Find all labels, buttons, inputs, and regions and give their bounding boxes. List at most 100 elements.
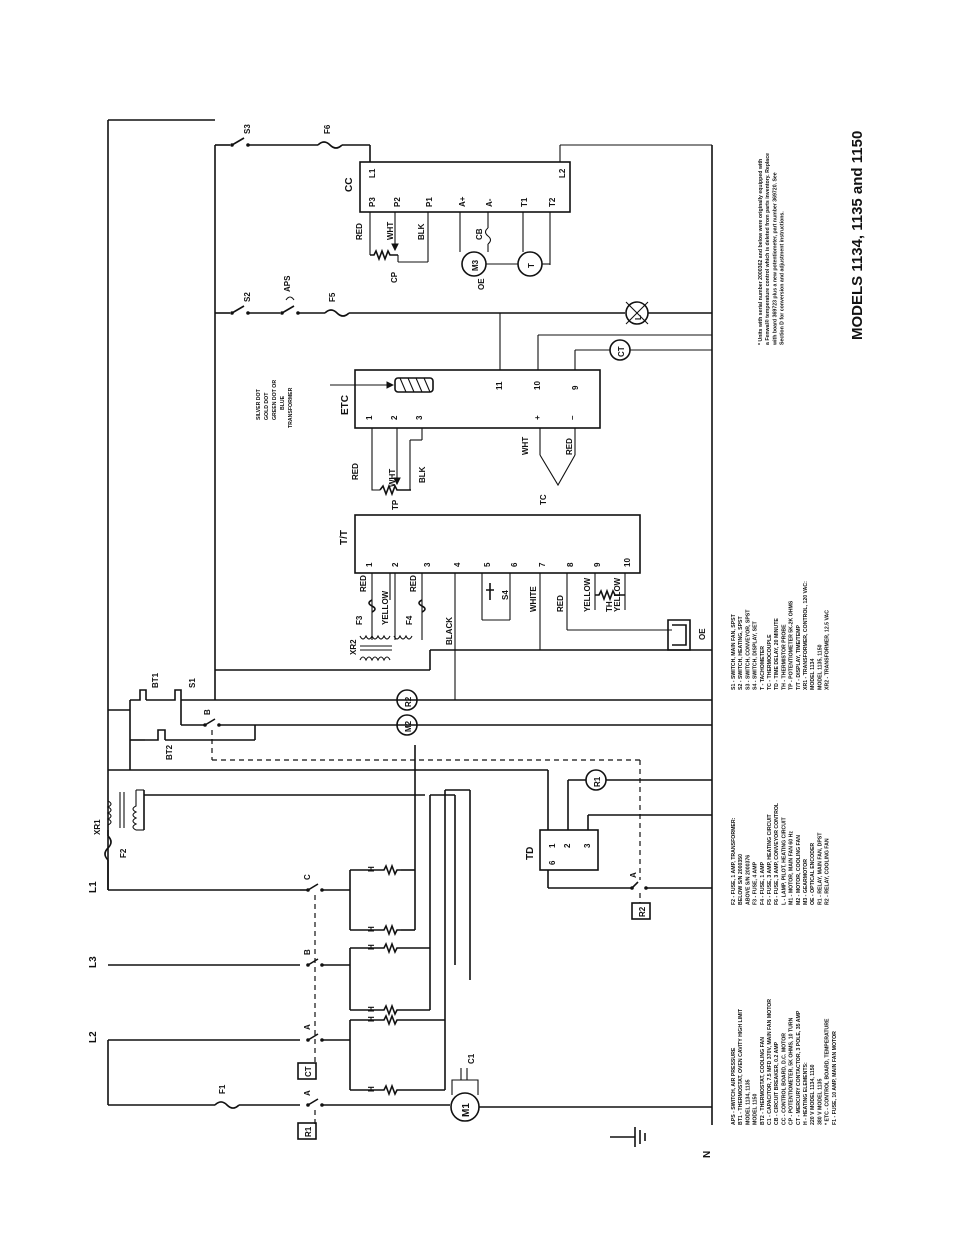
cc-terminal-l2: L2 [558, 168, 567, 178]
label-f6: F6 [323, 124, 332, 134]
f4-fuse-symbol [418, 599, 426, 613]
legend-item: F4 - FUSE, 1 AMP [760, 861, 766, 905]
legend-item: TC - THERMOCOUPLE [767, 634, 773, 690]
label-etc: ETC [340, 395, 351, 415]
wire-red-oe: RED [556, 595, 565, 612]
bt1-symbol [130, 689, 147, 701]
cc-terminal-p2: P2 [393, 197, 402, 207]
dot-silver: SILVER DOT [256, 388, 262, 420]
label-r2: R2 [404, 696, 413, 707]
xr1-transformer-group: F2 XR1 [93, 789, 144, 890]
label-tp: TP [391, 499, 400, 510]
legend-item: a Fenwal® temperature control which is d… [764, 153, 771, 345]
legend-item: S2 - SWITCH, HEATING, SPST [738, 615, 744, 690]
legend-item: MODEL 1134 [810, 659, 816, 690]
wire-red-tc: RED [565, 438, 574, 455]
wire-wht-tc: WHT [521, 437, 530, 455]
legend-item: MODEL 1135, 1150 [817, 644, 823, 690]
legend-item: C1 - CAPACITOR, 7.5 MFD 370V, MAIN FAN M… [767, 999, 773, 1125]
legend-item: F6 - FUSE, 3 AMP, CONVEYOR CONTROL [774, 802, 780, 905]
dot-blue: BLUE [280, 395, 286, 410]
td-terminal-2: 2 [563, 843, 572, 848]
xr2-transformer: XR2 [215, 634, 712, 671]
wire-red-tt1: RED [359, 575, 368, 592]
wire-yellow-tt2: YELLOW [381, 590, 390, 625]
legend-item: F2 - FUSE, 1 AMP, TRANSFORMER: [731, 817, 737, 905]
etc-terminal-1: 1 [365, 415, 374, 420]
legend-item: R2 - RELAY, COOLING FAN [825, 838, 831, 905]
label-r1-coil: R1 [304, 1126, 313, 1137]
label-th: TH [605, 601, 614, 612]
wire-blk-cp: BLK [417, 223, 426, 240]
etc-terminal-11: 11 [495, 381, 504, 390]
label-f1: F1 [218, 1084, 227, 1094]
legend-item: * Units with serial number 2000362 and b… [758, 159, 764, 345]
etc-control-group: ETC 1 2 3 + – 11 10 9 SILVER DOT GOLD DO… [256, 313, 712, 510]
r2-relay-coil: R2 [396, 689, 418, 711]
label-r2-contact-a: A [629, 872, 638, 878]
legend-item: OE - OPTICAL ENCODER [810, 843, 816, 905]
label-m2: M2 [404, 720, 413, 732]
cc-terminal-t1: T1 [520, 197, 529, 207]
dot-gold: GOLD DOT [264, 392, 270, 420]
legend-item: CC - CONTROL BOARD, D.C. MOTOR [781, 1033, 787, 1125]
dot-transformer: TRANSFORMER [288, 387, 294, 428]
oe-encoder-symbol [667, 619, 691, 651]
s1-symbol [165, 689, 182, 701]
label-oe-encoder: OE [698, 628, 707, 640]
label-r1-contact-a: A [303, 1090, 312, 1096]
legend-item: APS - SWITCH, AIR PRESSURE [731, 1047, 737, 1125]
tt-terminal-10: 10 [623, 558, 632, 567]
legend-item: MODEL 1150 [753, 1094, 759, 1125]
label-ct-coil: CT [304, 1066, 313, 1077]
label-f2: F2 [119, 848, 128, 858]
legend-item: T - TACHOMETER [760, 646, 766, 690]
legend-item: M1 - MOTOR, MAIN FAN 60 Hz [789, 831, 795, 905]
legend-item: S1 - SWITCH, MAIN FAN, SPST [731, 613, 737, 690]
wire-yellow-tt9: YELLOW [583, 577, 592, 612]
line-labels: L1 L3 L2 N [88, 881, 713, 1158]
time-delay-group: TD 6 1 2 3 A R2 R1 [525, 769, 712, 920]
cc-terminal-p1: P1 [425, 197, 434, 207]
r2-coil-box [631, 902, 651, 920]
legend-item: 380 V MODEL 1135 [817, 1079, 823, 1125]
label-l2: L2 [88, 1031, 99, 1043]
legend-item: TD - TIME DELAY, 20 MINUTE [774, 618, 780, 690]
label-h3: H [367, 944, 376, 950]
legend-item: BELOW S/N 2000350 [738, 854, 744, 905]
cc-terminal-p3: P3 [368, 197, 377, 207]
legend-item: F5 - FUSE, 3 AMP, HEATING CIRCUIT [767, 813, 773, 905]
legend-item: XR1 - TRANSFORMER, CONTROL, 120 VAC: [803, 581, 809, 690]
f1-fuse-symbol [214, 1101, 240, 1109]
conveyor-control-group: S3 F6 CC P3 P2 P1 A+ A- T1 T2 L1 L2 RED … [215, 124, 712, 290]
legend-item: F3 - FUSE, 4 AMP [753, 861, 759, 905]
label-tc: TC [539, 494, 548, 505]
label-oe-motor: OE [477, 278, 486, 290]
label-cc: CC [344, 178, 355, 192]
wire-blk-tp: BLK [418, 466, 427, 483]
f6-fuse-symbol [317, 141, 343, 149]
etc-terminal-3: 3 [415, 415, 424, 420]
label-xr1: XR1 [93, 819, 102, 835]
label-r2-contact-b: B [203, 709, 212, 715]
legend-item: * ETC - CONTROL BOARD, TEMPERATURE [825, 1018, 831, 1125]
legend-item: CP - POTENTIOMETER, 5K OHMS, 10 TURN [789, 1017, 795, 1125]
dot-legend: SILVER DOT GOLD DOT GREEN DOT OR BLUE TR… [256, 380, 294, 428]
legend-item: S3 - SWITCH, CONVEYOR, SPST [745, 609, 751, 690]
legend-item: T/T - DISPLAY, TIME/TEMP [796, 625, 802, 690]
label-bt1: BT1 [151, 672, 160, 688]
legend-item: CB - CIRCUIT BREAKER, 0.2 AMP [774, 1041, 780, 1125]
legend-item: L - LAMP, PILOT, HEATING CIRCUIT [781, 817, 787, 905]
dot-green-or: GREEN DOT OR [272, 380, 278, 420]
f3-fuse-symbol [368, 599, 376, 613]
legend-item: TH - THERMISTOR PROBE [781, 624, 787, 690]
tt-display-box [354, 514, 641, 574]
label-ct-etc: CT [617, 346, 626, 357]
ct-coil-box [297, 1062, 317, 1080]
wire-red-cp: RED [355, 223, 364, 240]
wire-red-tp: RED [351, 463, 360, 480]
label-contact-a: A [303, 1024, 312, 1030]
legend-item: CT - MERCURY CONTACTOR, 3 POLE, 35 AMP [796, 1010, 802, 1125]
